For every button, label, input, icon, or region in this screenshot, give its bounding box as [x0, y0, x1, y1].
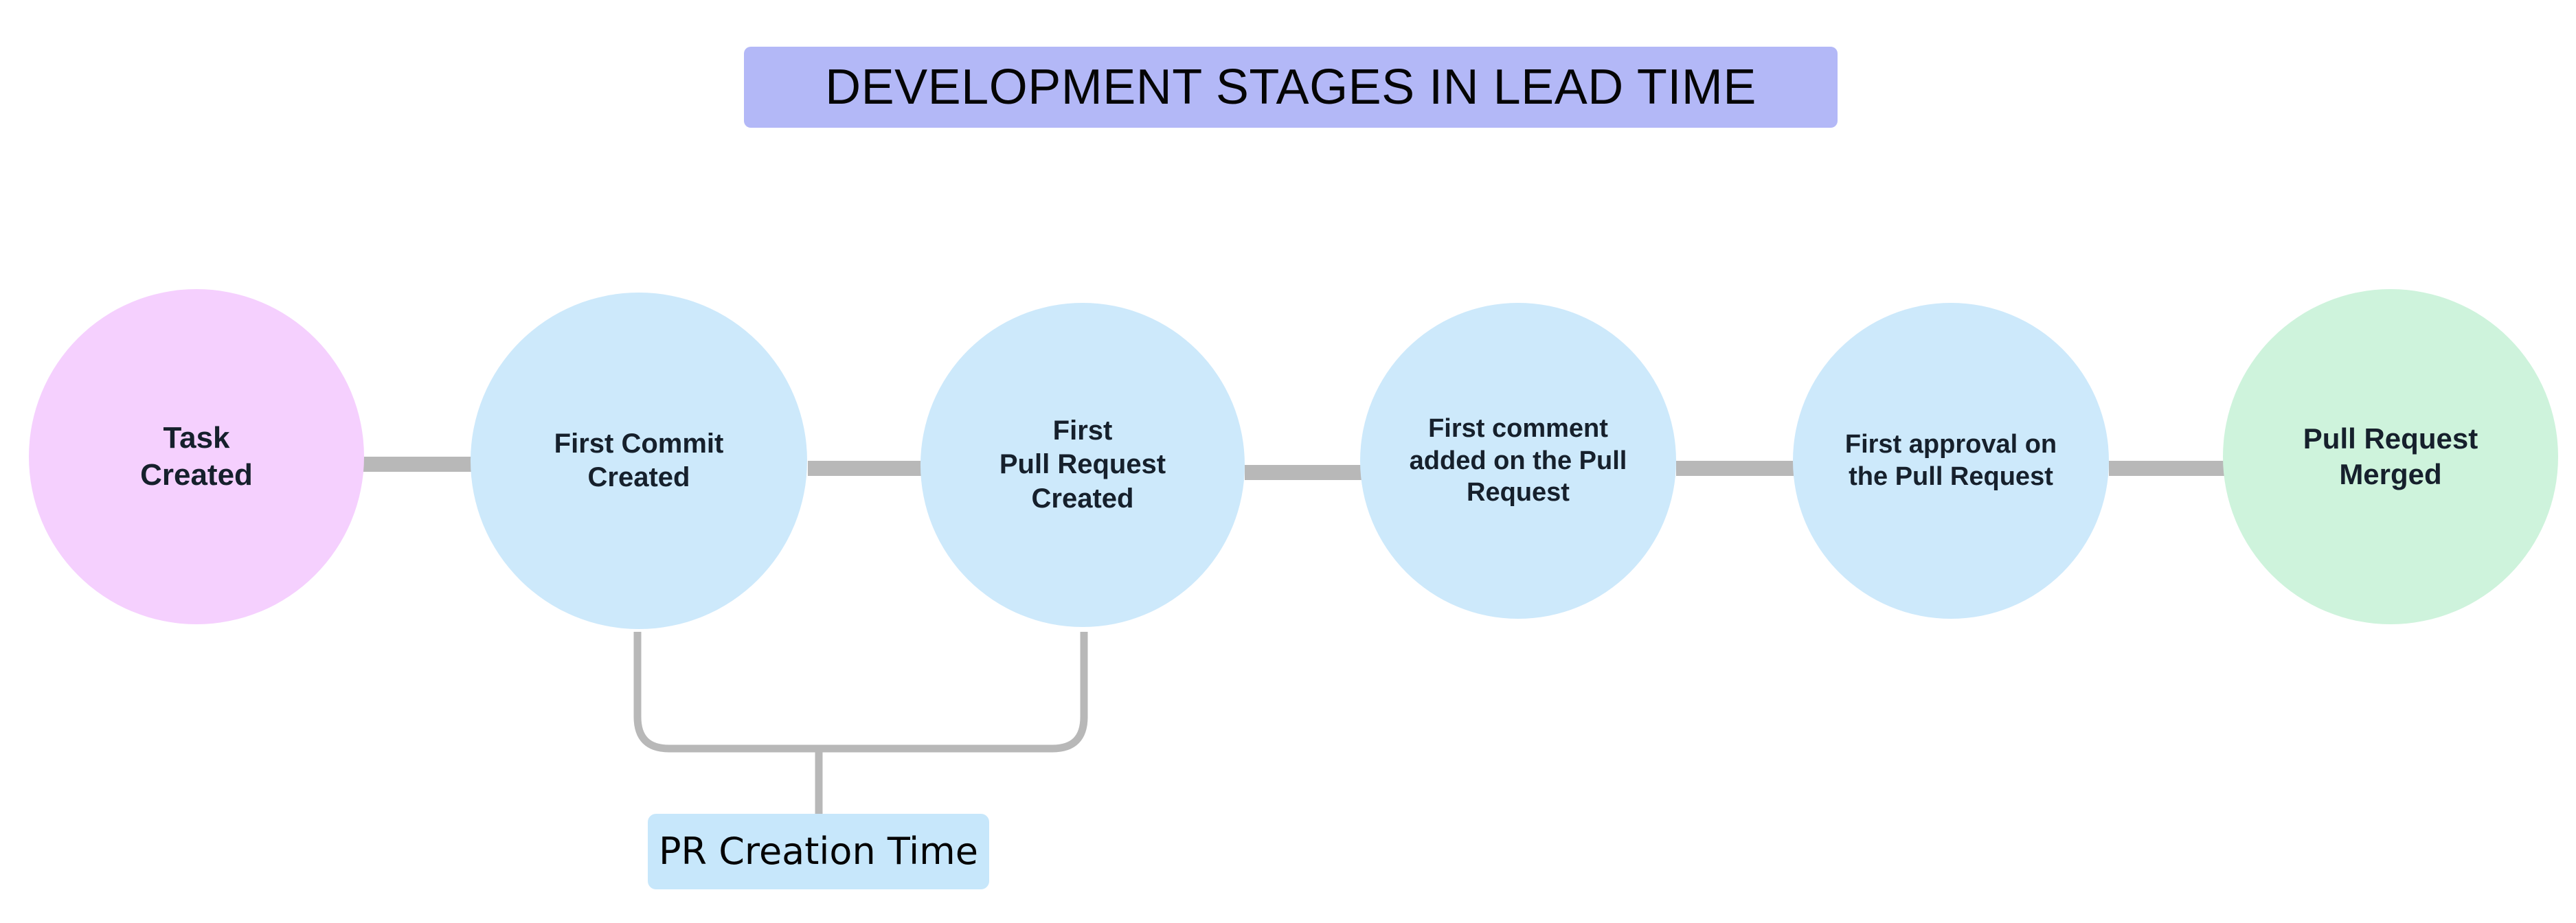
- stage-node-first-pull-request-created[interactable]: First Pull Request Created: [920, 303, 1245, 627]
- page-title: DEVELOPMENT STAGES IN LEAD TIME: [825, 60, 1756, 115]
- stage-node-task-created[interactable]: Task Created: [29, 289, 364, 624]
- stage-node-label: First Pull Request Created: [999, 415, 1166, 514]
- stage-node-label: First approval on the Pull Request: [1844, 430, 2057, 491]
- stage-node-first-approval[interactable]: First approval on the Pull Request: [1793, 303, 2109, 619]
- connector-line: [1676, 461, 1794, 476]
- connector-line: [363, 457, 473, 472]
- stage-node-first-comment-added[interactable]: First comment added on the Pull Request: [1360, 303, 1676, 619]
- stage-node-label: Pull Request Merged: [2303, 422, 2478, 490]
- stage-node-label: Task Created: [140, 420, 253, 492]
- connector-line: [2109, 461, 2224, 476]
- connector-line: [1245, 465, 1362, 480]
- stage-node-first-commit-created[interactable]: First Commit Created: [471, 293, 807, 629]
- stage-node-pull-request-merged[interactable]: Pull Request Merged: [2223, 289, 2558, 624]
- stage-node-label: First comment added on the Pull Request: [1409, 413, 1627, 508]
- stage-node-label: First Commit Created: [554, 428, 724, 492]
- pr-creation-time-chip[interactable]: PR Creation Time: [648, 814, 989, 889]
- connector-line: [808, 461, 922, 476]
- pr-creation-time-bracket: [633, 632, 1088, 814]
- bracket-path: [633, 632, 1088, 753]
- diagram-title-banner: DEVELOPMENT STAGES IN LEAD TIME: [744, 47, 1838, 128]
- pr-creation-time-label: PR Creation Time: [658, 830, 979, 873]
